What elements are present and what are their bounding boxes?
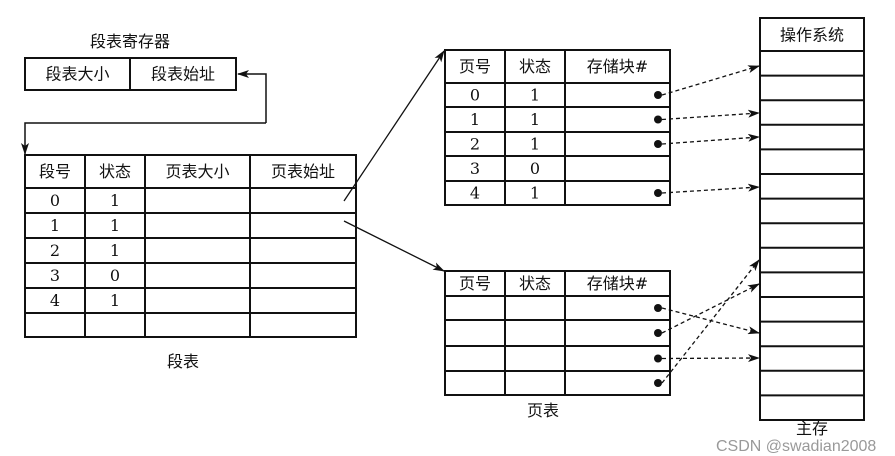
frame-pointer-arrow — [661, 183, 760, 194]
segment-table-border — [24, 154, 357, 338]
page-table-1-cell: 1 — [530, 86, 540, 105]
frame-pointer-dot — [654, 91, 662, 99]
register-link-arrow — [237, 70, 267, 123]
frame-pointer-arrow — [661, 283, 760, 334]
watermark: CSDN @swadian2008 — [716, 438, 877, 455]
page-table-1-border — [444, 49, 671, 206]
memory-border — [759, 17, 865, 421]
frame-pointer-dot — [654, 304, 662, 312]
page-table-caption: 页表 — [526, 401, 560, 420]
page-table-1-cell: 1 — [530, 135, 540, 154]
segment-table-cell: 2 — [50, 241, 60, 260]
segment-table-cell: 1 — [110, 191, 120, 210]
frame-pointer-arrow — [661, 354, 760, 363]
segment-register-header-cell: 段表大小 — [45, 65, 109, 84]
segment-table-cell: 1 — [110, 291, 120, 310]
frame-pointer-arrow — [661, 259, 760, 384]
page-table-1-cell: 3 — [470, 159, 480, 178]
segment-register-title: 段表寄存器 — [89, 32, 171, 51]
segment-to-page-table-arrow — [343, 50, 445, 202]
frame-pointer-dot — [654, 140, 662, 148]
segment-table-header-cell: 段号 — [39, 162, 71, 181]
frame-pointer-arrow — [661, 133, 760, 145]
page-table-1-cell: 0 — [470, 86, 480, 105]
page-table-2-header-cell: 状态 — [519, 274, 551, 293]
memory-os-region: 操作系统 — [780, 26, 844, 45]
segment-table-header-cell: 页表始址 — [271, 162, 335, 181]
page-table-1-header-cell: 状态 — [519, 57, 551, 76]
register-to-table-arrow — [21, 122, 266, 155]
frame-pointer-arrow — [661, 65, 760, 96]
page-table-2-header-cell: 存储块# — [587, 274, 648, 293]
segment-table-header-cell: 状态 — [99, 162, 131, 181]
segment-table-cell: 1 — [110, 216, 120, 235]
page-table-1-cell: 1 — [470, 110, 480, 129]
page-table-1-cell: 0 — [530, 159, 540, 178]
frame-pointer-arrow — [661, 109, 760, 121]
page-table-1-header-cell: 页号 — [459, 57, 491, 76]
frame-pointer-dot — [654, 189, 662, 197]
segment-table-caption: 段表 — [166, 352, 200, 371]
segment-table-header-cell: 页表大小 — [165, 162, 229, 181]
segment-to-page-table-arrow — [343, 220, 445, 272]
page-table-1-cell: 1 — [530, 110, 540, 129]
page-table-2-header-cell: 页号 — [459, 274, 491, 293]
page-table-2-border — [444, 270, 671, 396]
frame-pointer-dot — [654, 354, 662, 363]
segment-table-cell: 3 — [50, 266, 60, 285]
memory-caption: 主存 — [795, 419, 829, 438]
segment-table-cell: 1 — [110, 241, 120, 260]
frame-pointer-dot — [654, 115, 662, 124]
page-table-1-header-cell: 存储块# — [587, 57, 648, 76]
page-table-1-cell: 4 — [470, 184, 480, 203]
segment-table-cell: 1 — [50, 216, 60, 235]
segment-table-cell: 0 — [50, 191, 60, 210]
segment-table-cell: 0 — [110, 266, 120, 285]
page-table-1-cell: 2 — [470, 135, 480, 154]
page-table-1-cell: 1 — [530, 184, 540, 203]
frame-pointer-dot — [654, 379, 662, 387]
frame-pointer-dot — [654, 329, 662, 337]
segment-register-header-cell: 段表始址 — [151, 65, 215, 84]
segment-table-cell: 4 — [50, 291, 60, 310]
